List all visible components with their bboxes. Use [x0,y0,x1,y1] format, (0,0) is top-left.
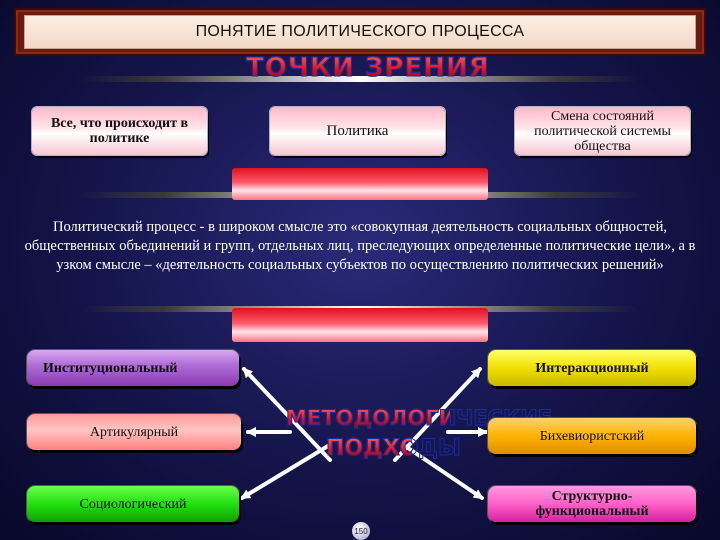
page-number-badge: 150 [352,522,370,540]
red-band-top [232,168,488,200]
approach-sociological-button[interactable]: Социологический [27,486,239,522]
definition-text: Политический процесс - в широком смысле … [24,219,696,273]
approach-articular-button[interactable]: Артикулярный [27,414,241,450]
separator-top [80,76,640,82]
viewpoint-box-1: Все, что происходит в политике [32,107,207,155]
approach-institutional-button[interactable]: Институциональный [27,350,239,386]
arrow-to-interactional [393,367,482,462]
approach-interactional-button[interactable]: Интеракционный [488,350,696,386]
viewpoint-box-2: Политика [270,107,445,155]
viewpoint-box-3: Смена состояний политической системы общ… [515,107,690,155]
arrow-to-sociological [240,444,330,500]
approach-structural-functional-button[interactable]: Структурно-функциональный [488,486,696,522]
slide-title: ПОНЯТИЕ ПОЛИТИЧЕСКОГО ПРОЦЕССА [24,15,696,49]
approach-behaviorist-button[interactable]: Бихевиористский [488,418,696,454]
arrow-to-institutional [242,367,332,462]
approaches-heading-line2: ПОДХОДЫ [326,436,462,462]
arrow-to-structural-functional [403,444,484,500]
viewpoints-heading: ТОЧКИ ЗРЕНИЯ [246,53,490,84]
approaches-heading-line1: МЕТОДОЛОГИЧЕСКИЕ [286,406,553,431]
red-band-bottom [232,308,488,342]
